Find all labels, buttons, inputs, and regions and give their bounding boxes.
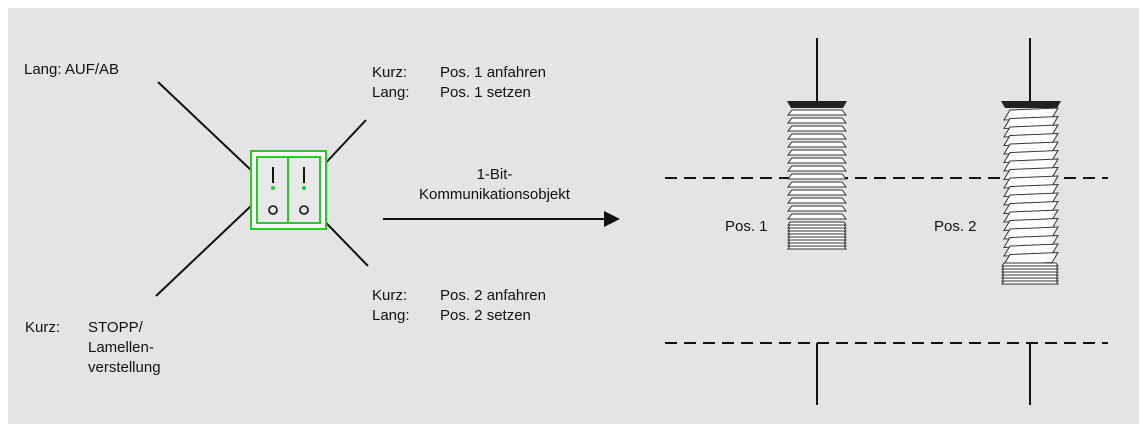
slat xyxy=(1001,277,1059,282)
slat xyxy=(787,239,847,244)
label-communication-object: Kommunikationsobjekt xyxy=(419,186,570,203)
label-long-up-down: Lang: AUF/AB xyxy=(24,61,120,78)
slat xyxy=(787,233,847,238)
switch-icon xyxy=(250,150,327,230)
label-adjustment: verstellung xyxy=(88,359,161,376)
slat xyxy=(786,157,848,164)
slat xyxy=(787,230,847,235)
label-stop: STOPP/ xyxy=(88,319,143,336)
label-arrow: 1-Bit- Kommunikationsobjekt xyxy=(383,165,606,205)
label-bottom-right: Kurz: Pos. 2 anfahren Lang: Pos. 2 setzen xyxy=(372,286,546,326)
label-long-key: Lang: xyxy=(372,84,410,101)
label-pos2-drive: Pos. 2 anfahren xyxy=(440,287,546,304)
slat xyxy=(1001,274,1059,279)
label-short-key: Kurz: xyxy=(372,287,408,304)
slat xyxy=(786,197,848,204)
slat xyxy=(786,205,848,212)
slat xyxy=(787,221,847,226)
label-1bit: 1-Bit- xyxy=(476,166,513,183)
slat xyxy=(787,224,847,229)
slat xyxy=(786,181,848,188)
label-slat: Lamellen- xyxy=(88,339,154,356)
slat xyxy=(1001,280,1059,285)
slat xyxy=(786,165,848,172)
label-pos2: Pos. 2 xyxy=(934,218,977,235)
label-pos1-set: Pos. 1 setzen xyxy=(440,84,531,101)
slat xyxy=(786,141,848,148)
slat xyxy=(786,213,848,220)
slat xyxy=(786,117,848,124)
slat xyxy=(786,189,848,196)
slat xyxy=(787,227,847,232)
blind-pos2-icon xyxy=(1001,38,1061,405)
label-pos2-set: Pos. 2 setzen xyxy=(440,307,531,324)
slat xyxy=(787,242,847,247)
label-pos1-drive: Pos. 1 anfahren xyxy=(440,64,546,81)
label-short-key: Kurz: xyxy=(25,319,61,336)
label-long-key: Lang: xyxy=(372,307,410,324)
blind-pos1-icon xyxy=(786,38,848,405)
slat xyxy=(786,109,848,116)
diagram-panel xyxy=(8,8,1139,424)
slat xyxy=(1001,262,1059,267)
slat xyxy=(786,149,848,156)
slat xyxy=(1001,268,1059,273)
slat xyxy=(786,125,848,132)
arrow-icon xyxy=(383,211,620,227)
slat xyxy=(787,245,847,250)
slat xyxy=(1001,271,1059,276)
slat xyxy=(787,236,847,241)
slat xyxy=(786,133,848,140)
slat xyxy=(786,173,848,180)
label-bottom-left: Kurz: STOPP/ Lamellen- verstellung xyxy=(25,318,161,378)
slat xyxy=(1001,265,1059,270)
label-pos1: Pos. 1 xyxy=(725,218,768,235)
label-top-right: Kurz: Pos. 1 anfahren Lang: Pos. 1 setzen xyxy=(372,63,546,103)
label-short-key: Kurz: xyxy=(372,64,408,81)
